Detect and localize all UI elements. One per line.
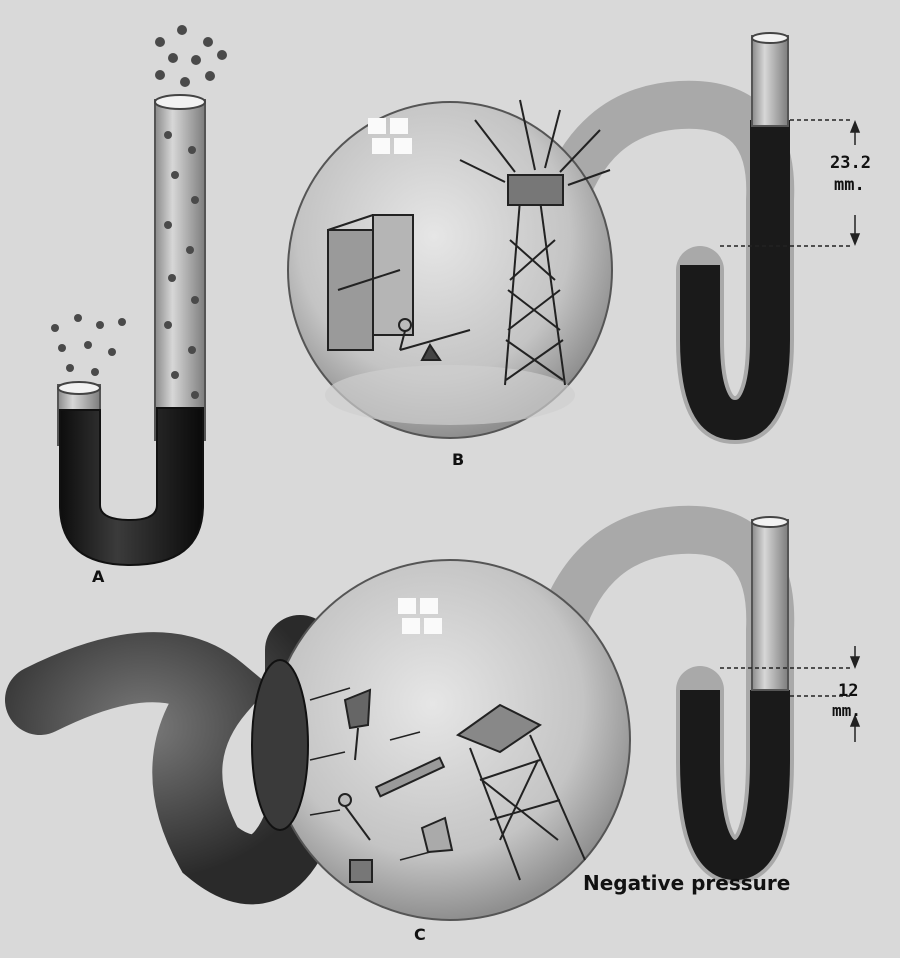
tube-b-opening <box>752 33 788 43</box>
hose-mouth-c <box>252 660 308 830</box>
tube-b-open-arm <box>752 36 788 126</box>
label-a: A <box>92 567 105 586</box>
measurement-b-unit: mm. <box>834 175 865 195</box>
measurement-c-unit: mm. <box>832 701 861 720</box>
tube-c-open-arm <box>752 520 788 690</box>
caption-negative-pressure: Negative pressure <box>583 871 790 895</box>
tube-c-opening <box>752 517 788 527</box>
tube-a-opening-long <box>155 95 205 109</box>
bulb-b-floor <box>325 365 575 425</box>
liquid-b <box>700 120 770 420</box>
liquid-a <box>60 408 203 565</box>
tube-a-opening-short <box>58 382 100 394</box>
label-c: C <box>414 925 426 944</box>
bulb-c <box>270 560 630 920</box>
measurement-c-value: 12 <box>838 681 858 701</box>
label-b: B <box>452 450 464 469</box>
liquid-c <box>700 690 770 860</box>
tube-a <box>58 95 205 565</box>
measurement-b-value: 23.2 <box>830 153 871 173</box>
